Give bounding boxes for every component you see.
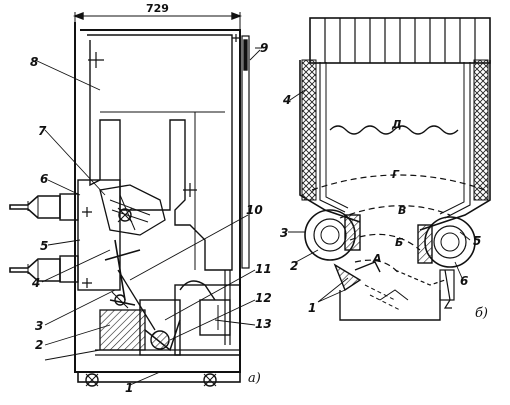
label-b-A: A <box>372 252 382 265</box>
label-10: 10 <box>246 203 263 217</box>
label-b-4: 4 <box>282 93 291 107</box>
dimension-label: 729 <box>146 2 169 15</box>
figure-b <box>288 17 491 321</box>
label-b-3: 3 <box>280 226 288 240</box>
labels: 729 8 7 6 5 4 3 2 1 9 10 11 12 13 а) 4 3… <box>30 2 488 395</box>
label-3: 3 <box>35 319 43 333</box>
label-b-2: 2 <box>290 259 298 273</box>
caption-a: а) <box>248 371 261 386</box>
label-9: 9 <box>260 41 268 55</box>
label-5: 5 <box>40 239 48 253</box>
label-b-1: 1 <box>308 301 316 315</box>
label-13: 13 <box>255 317 272 331</box>
caption-b: б) <box>475 306 488 321</box>
label-1: 1 <box>125 381 133 395</box>
label-6: 6 <box>40 172 48 186</box>
label-4: 4 <box>31 276 40 290</box>
label-b-6: 6 <box>460 274 468 288</box>
label-12: 12 <box>255 291 272 305</box>
label-2: 2 <box>35 338 43 352</box>
label-b-5: 5 <box>473 234 481 248</box>
label-11: 11 <box>255 262 272 276</box>
label-b-V: В <box>398 204 406 217</box>
label-b-D: Д <box>391 118 402 131</box>
label-8: 8 <box>30 55 38 69</box>
label-7: 7 <box>38 124 47 138</box>
figure-a <box>9 11 262 387</box>
label-b-G: Г <box>392 168 400 181</box>
label-b-B: Б <box>395 236 403 249</box>
